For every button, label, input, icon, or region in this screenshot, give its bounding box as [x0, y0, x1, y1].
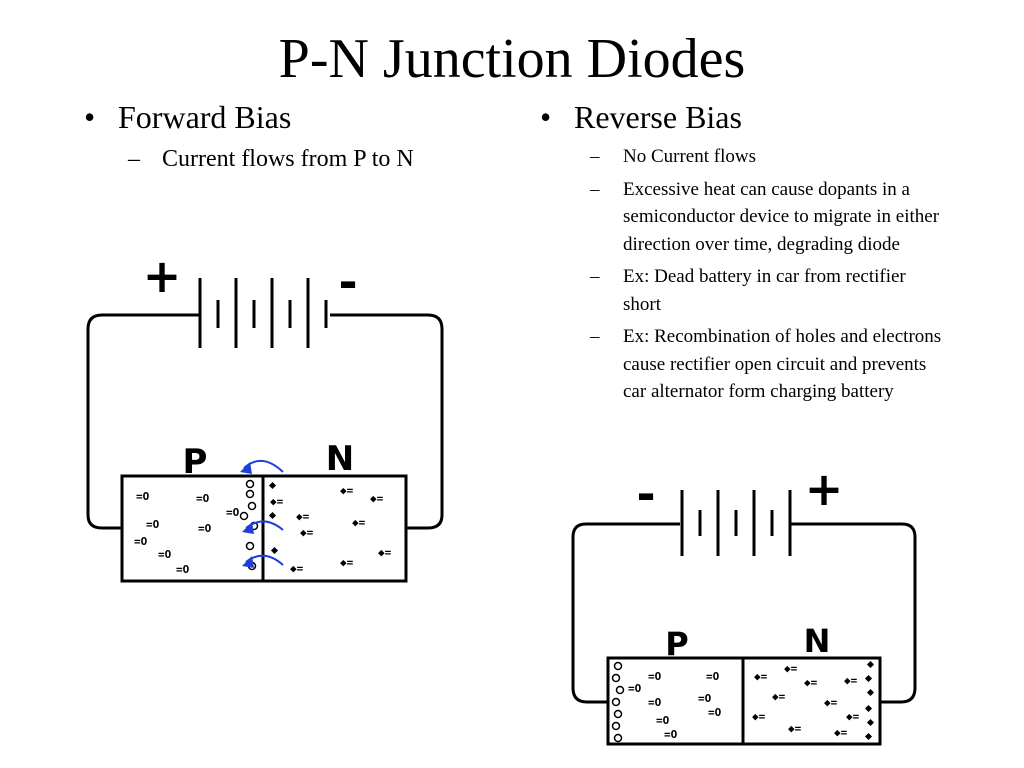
list-item: – Current flows from P to N [84, 144, 504, 174]
hole-carrier: =O [134, 535, 148, 548]
edge-electrons [864, 660, 875, 741]
list-item: – No Current flows [540, 143, 960, 171]
hole-carrier: =O [648, 670, 662, 683]
hole-carrier: =O [198, 522, 212, 535]
p-region-label: P [665, 625, 688, 663]
electron-carrier: ◆= [370, 492, 384, 505]
electron-carrier: ◆= [296, 510, 310, 523]
n-region-electrons: ◆= ◆= ◆= ◆= ◆= ◆= ◆= ◆= ◆= ◆= [752, 662, 860, 739]
electron-carrier: ◆= [846, 710, 860, 723]
hole-carrier: =O [196, 492, 210, 505]
reverse-bias-column: • Reverse Bias – No Current flows – Exce… [540, 96, 960, 406]
dash-mark: – [128, 146, 140, 172]
electron-carrier: ◆= [752, 710, 766, 723]
n-region-electrons: ◆= ◆= ◆= ◆= ◆= ◆= ◆= ◆= ◆= [270, 484, 392, 575]
forward-bias-heading: • Forward Bias [84, 96, 504, 138]
hole-carrier: =O [628, 682, 642, 695]
list-item-text: No Current flows [623, 146, 756, 167]
minus-sign: - [636, 467, 655, 521]
electron-carrier: ◆= [784, 662, 798, 675]
hole-carrier: =O [176, 563, 190, 576]
forward-bias-subpoints: – Current flows from P to N [84, 144, 504, 174]
hole-carrier: =O [648, 696, 662, 709]
electron-carrier: ◆= [824, 696, 838, 709]
dash-mark: – [590, 266, 600, 287]
forward-circuit-wires [86, 313, 444, 530]
hole-carrier: =O [706, 670, 720, 683]
hole-carrier: =O [656, 714, 670, 727]
hole-carrier: =O [226, 506, 240, 519]
list-item-text: Current flows from P to N [162, 146, 414, 172]
arrow-heads [240, 462, 254, 568]
electron-carrier: ◆= [804, 676, 818, 689]
hole-carrier: =O [664, 728, 678, 741]
electron-carrier: ◆= [844, 674, 858, 687]
electron-carrier: ◆= [754, 670, 768, 683]
plus-sign: + [143, 249, 182, 303]
reverse-circuit-wires [571, 522, 917, 704]
edge-holes [611, 661, 625, 743]
reverse-bias-heading-text: Reverse Bias [574, 99, 742, 135]
reverse-bias-subpoints: – No Current flows – Excessive heat can … [540, 143, 960, 406]
list-item-text: Ex: Recombination of holes and electrons… [623, 326, 942, 402]
n-region-label: N [326, 439, 354, 479]
hole-carrier: =O [136, 490, 150, 503]
electron-carrier: ◆= [352, 516, 366, 529]
reverse-battery [680, 490, 792, 556]
bullet-mark: • [84, 99, 96, 135]
slide-title: P-N Junction Diodes [278, 28, 746, 90]
hole-carrier: =O [158, 548, 172, 561]
electron-carrier: ◆= [270, 495, 284, 508]
p-region-holes: =O =O =O =O =O =O =O =O [628, 670, 722, 741]
minus-sign: - [338, 255, 357, 309]
electron-carrier: ◆= [834, 726, 848, 739]
p-region-holes: =O =O =O =O =O =O =O =O [134, 490, 240, 576]
hole-carrier: =O [698, 692, 712, 705]
forward-bias-column: • Forward Bias – Current flows from P to… [84, 96, 504, 174]
electron-carrier: ◆= [290, 562, 304, 575]
list-item: – Ex: Recombination of holes and electro… [540, 323, 960, 406]
list-item-text: Ex: Dead battery in car from rectifier s… [623, 266, 906, 315]
list-item: – Excessive heat can cause dopants in a … [540, 176, 960, 259]
electron-carrier: ◆= [340, 484, 354, 497]
dash-mark: – [590, 326, 600, 347]
hole-carrier: =O [708, 706, 722, 719]
n-region-label: N [804, 622, 831, 660]
electron-carrier: ◆= [378, 546, 392, 559]
bullet-mark: • [540, 99, 552, 135]
forward-bias-heading-text: Forward Bias [118, 99, 292, 135]
dash-mark: – [590, 178, 600, 200]
electron-carrier: ◆= [340, 556, 354, 569]
list-item-text: Excessive heat can cause dopants in a se… [623, 178, 940, 255]
electron-carrier: ◆= [300, 526, 314, 539]
junction-electrons [268, 481, 279, 555]
plus-sign: + [805, 462, 844, 516]
electron-carrier: ◆= [772, 690, 786, 703]
dash-mark: – [590, 146, 600, 167]
electron-carrier: ◆= [788, 722, 802, 735]
forward-battery [198, 278, 328, 348]
hole-carrier: =O [146, 518, 160, 531]
reverse-bias-heading: • Reverse Bias [540, 96, 960, 138]
list-item: – Ex: Dead battery in car from rectifier… [540, 263, 960, 318]
